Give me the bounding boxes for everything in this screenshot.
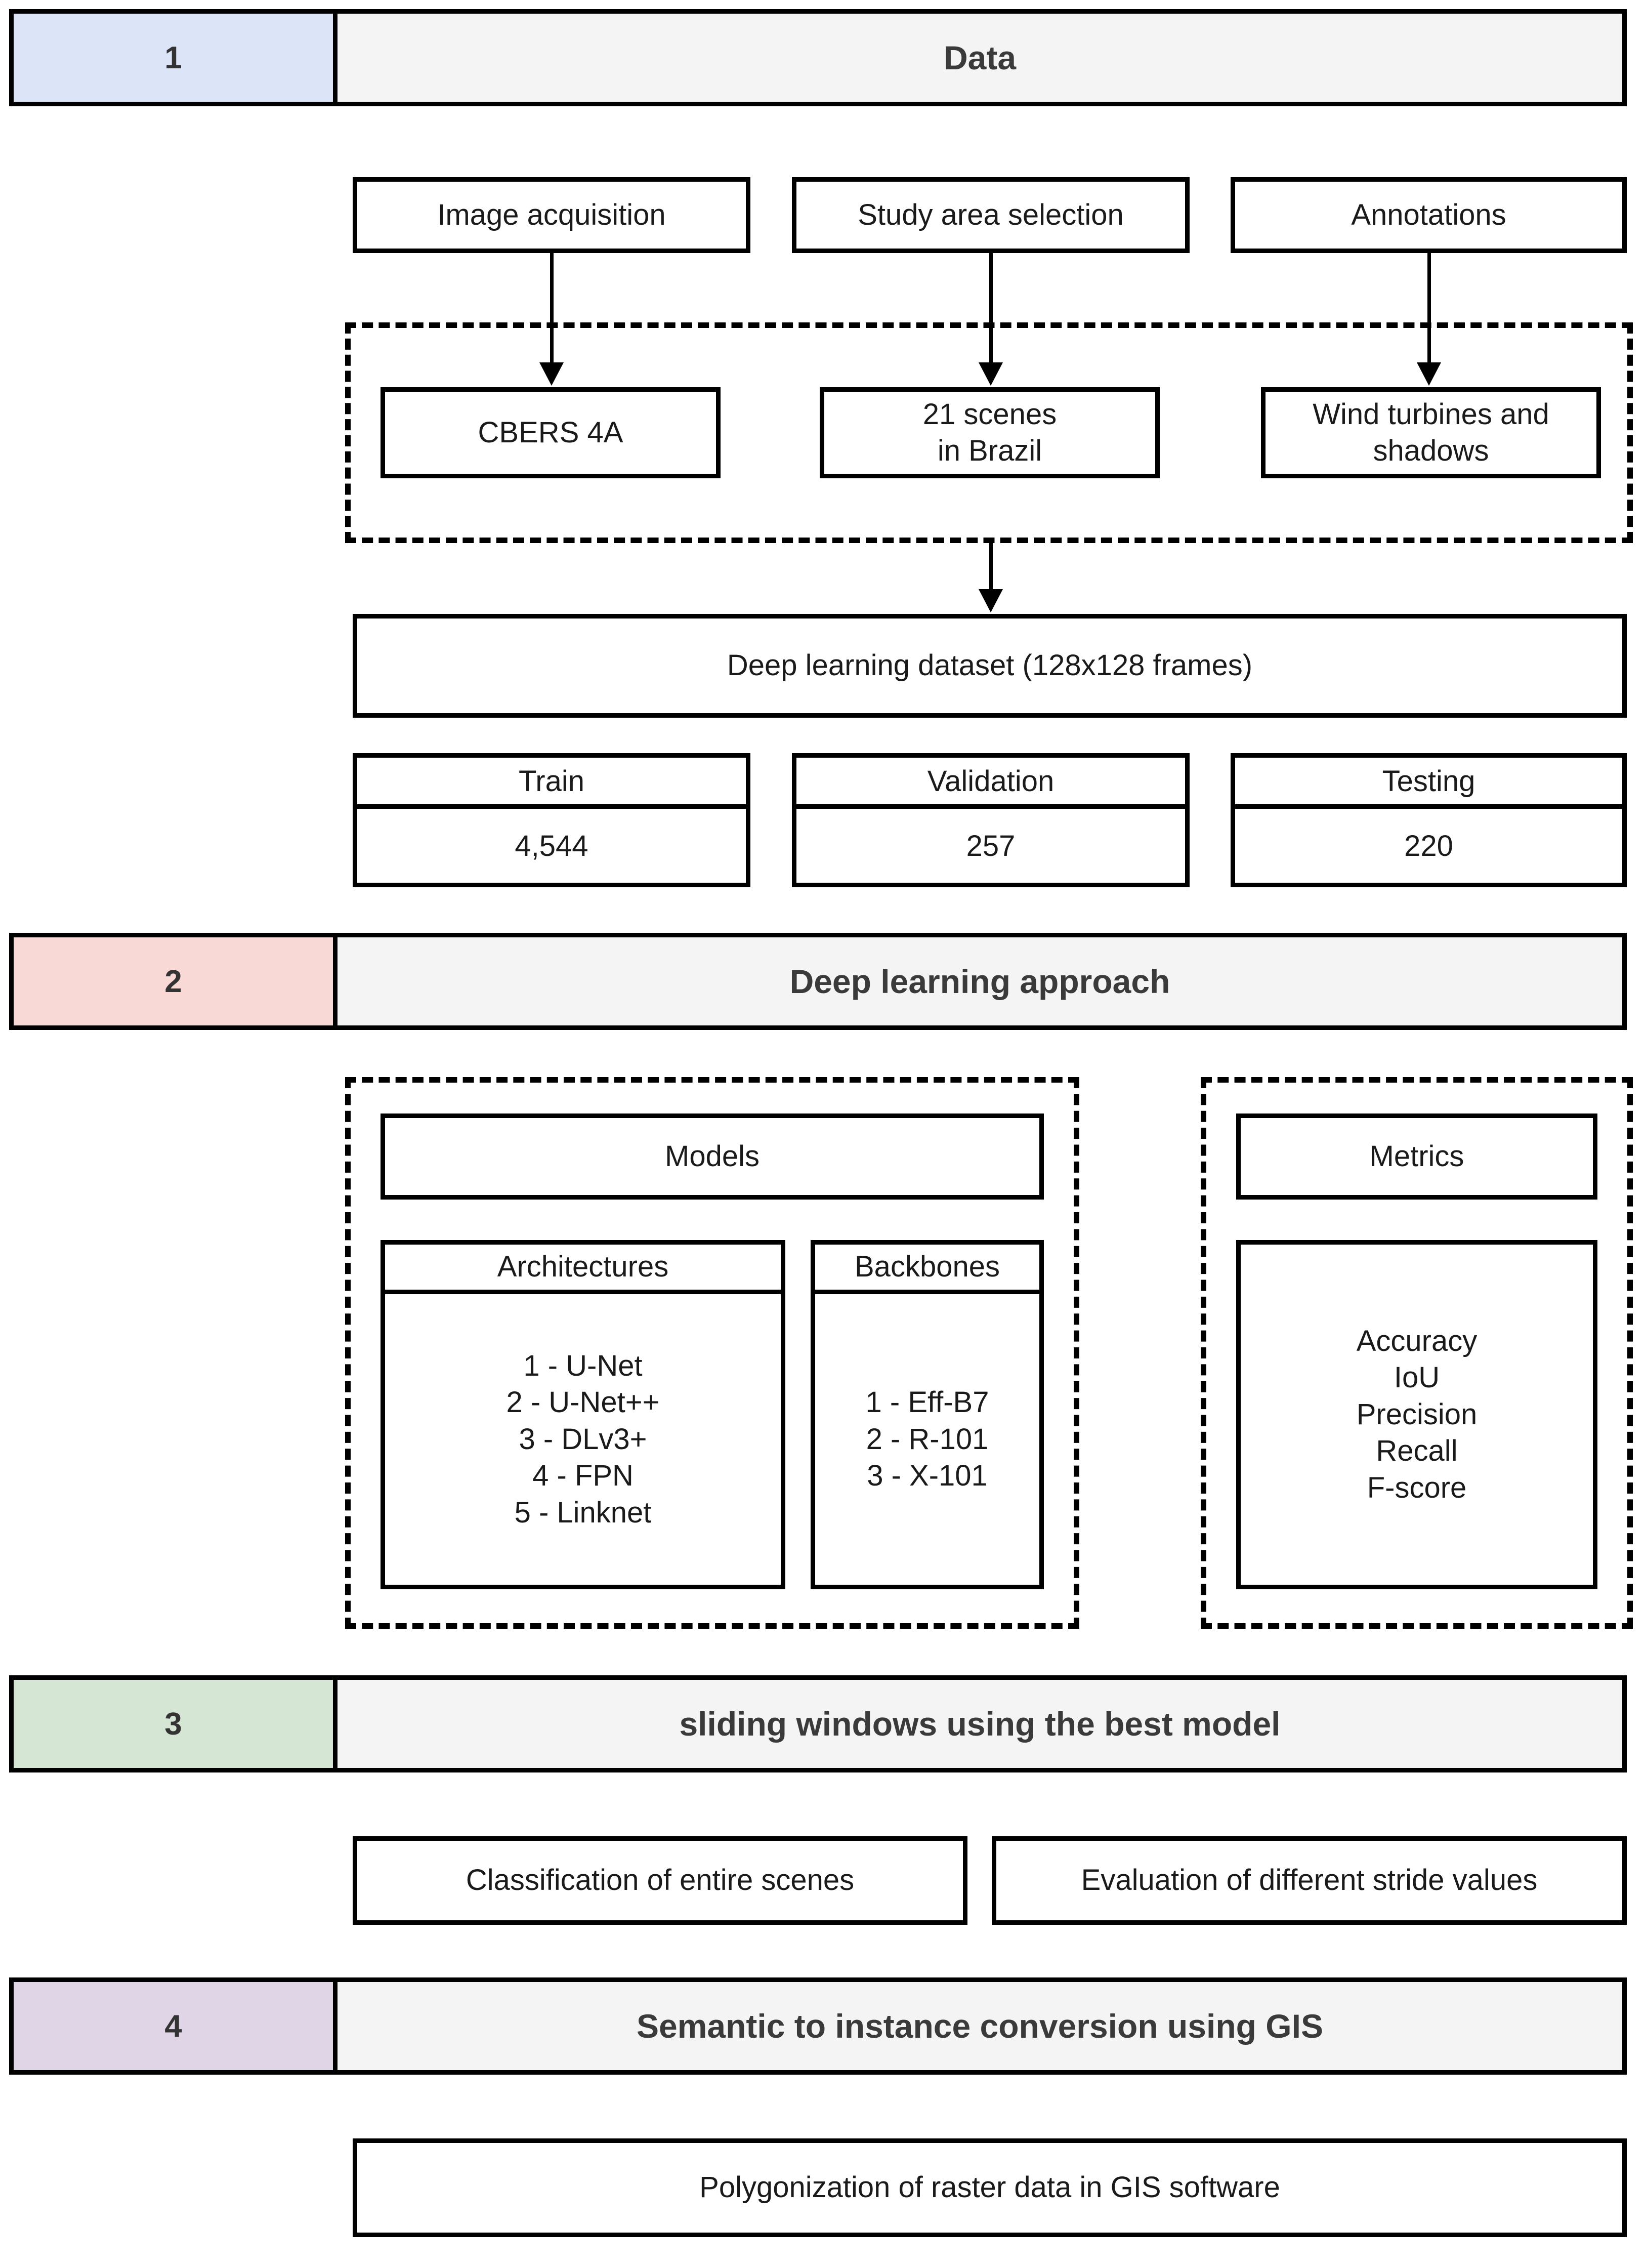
metric-item-iou: IoU (1394, 1361, 1440, 1394)
split-testing: Testing 220 (1231, 753, 1627, 887)
data-sources-group (345, 322, 1633, 543)
split-validation-count: 257 (792, 809, 1190, 887)
backbone-item-3: 3 - X-101 (867, 1459, 988, 1493)
metric-item-recall: Recall (1376, 1434, 1458, 1468)
box-21-scenes-line1: 21 scenes (922, 397, 1057, 431)
section-number-2: 2 (14, 937, 338, 1025)
metric-item-precision: Precision (1356, 1397, 1478, 1431)
box-models-title: Models (381, 1114, 1044, 1200)
metrics-group (1201, 1077, 1633, 1629)
box-polygonization-of-raster-data: Polygonization of raster data in GIS sof… (353, 2138, 1627, 2237)
arrow-study-area-selection (989, 253, 993, 369)
section-number-4: 4 (14, 1982, 338, 2070)
architecture-item-4: 4 - FPN (532, 1459, 634, 1493)
split-testing-label: Testing (1231, 753, 1627, 809)
box-annotations: Annotations (1231, 177, 1627, 253)
box-wind-turbines-and-shadows: Wind turbines and shadows (1261, 387, 1601, 478)
box-backbones: Backbones 1 - Eff-B7 2 - R-101 3 - X-101 (811, 1240, 1044, 1589)
box-21-scenes-line2: in Brazil (937, 434, 1042, 467)
section-header-2: 2 Deep learning approach (9, 933, 1627, 1030)
models-group (345, 1077, 1079, 1629)
metric-item-fscore: F-score (1367, 1471, 1467, 1504)
box-evaluation-of-stride-values: Evaluation of different stride values (992, 1836, 1627, 1925)
arrowhead-annotations (1417, 362, 1441, 386)
box-architectures: Architectures 1 - U-Net 2 - U-Net++ 3 - … (381, 1240, 785, 1589)
box-metrics-list: Accuracy IoU Precision Recall F-score (1236, 1240, 1597, 1589)
section-number-1: 1 (14, 14, 338, 102)
section-header-4: 4 Semantic to instance conversion using … (9, 1977, 1627, 2075)
split-validation: Validation 257 (792, 753, 1190, 887)
box-deep-learning-dataset: Deep learning dataset (128x128 frames) (353, 614, 1627, 718)
arrow-annotations (1427, 253, 1431, 369)
arrowhead-study-area-selection (979, 362, 1003, 386)
section-title-2: Deep learning approach (338, 937, 1622, 1025)
arrowhead-image-acquisition (539, 362, 564, 386)
architecture-item-1: 1 - U-Net (523, 1349, 643, 1382)
box-wind-turbines-line1: Wind turbines and (1313, 397, 1549, 431)
split-train-count: 4,544 (353, 809, 750, 887)
section-header-3: 3 sliding windows using the best model (9, 1675, 1627, 1772)
arrow-sources-to-dataset (989, 543, 993, 596)
arrow-image-acquisition (550, 253, 554, 369)
section-title-1: Data (338, 14, 1622, 102)
architecture-item-3: 3 - DLv3+ (519, 1422, 647, 1456)
metric-item-accuracy: Accuracy (1356, 1324, 1478, 1357)
split-train-label: Train (353, 753, 750, 809)
box-wind-turbines-line2: shadows (1373, 434, 1489, 467)
box-study-area-selection: Study area selection (792, 177, 1190, 253)
split-train: Train 4,544 (353, 753, 750, 887)
architecture-item-2: 2 - U-Net++ (506, 1386, 660, 1419)
split-validation-label: Validation (792, 753, 1190, 809)
box-cbers-4a: CBERS 4A (381, 387, 721, 478)
backbone-item-1: 1 - Eff-B7 (865, 1386, 989, 1419)
arrowhead-sources-to-dataset (979, 589, 1003, 612)
section-title-4: Semantic to instance conversion using GI… (338, 1982, 1622, 2070)
box-21-scenes-in-brazil: 21 scenes in Brazil (820, 387, 1160, 478)
backbones-title: Backbones (815, 1245, 1039, 1294)
backbone-item-2: 2 - R-101 (866, 1422, 989, 1456)
box-metrics-title: Metrics (1236, 1114, 1597, 1200)
section-title-3: sliding windows using the best model (338, 1680, 1622, 1768)
box-classification-of-entire-scenes: Classification of entire scenes (353, 1836, 967, 1925)
box-image-acquisition: Image acquisition (353, 177, 750, 253)
architectures-title: Architectures (385, 1245, 781, 1294)
section-header-1: 1 Data (9, 9, 1627, 106)
section-number-3: 3 (14, 1680, 338, 1768)
split-testing-count: 220 (1231, 809, 1627, 887)
architecture-item-5: 5 - Linknet (514, 1496, 652, 1529)
